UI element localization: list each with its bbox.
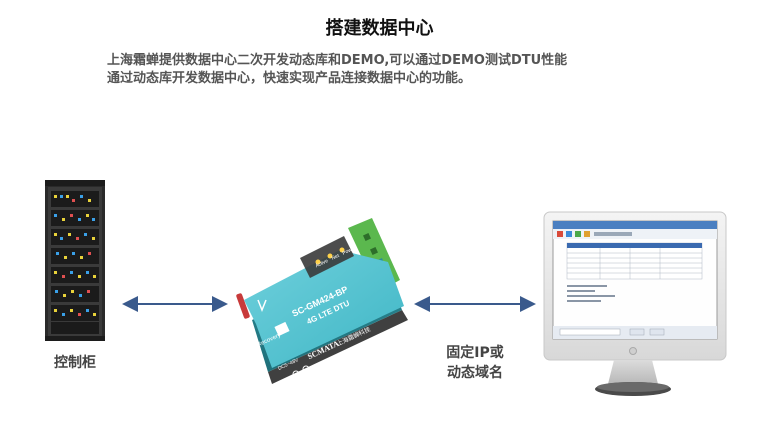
server-label-line-1: 固定IP或	[446, 345, 504, 361]
page-title: 搭建数据中心	[325, 18, 434, 39]
recovery-icon	[257, 299, 267, 313]
device-brand-cn: 上海霜蝉科技	[336, 325, 372, 347]
led-label-net: Net	[331, 253, 341, 262]
app-titlebar	[553, 221, 717, 229]
description-line-2: 通过动态库开发数据中心，快速实现产品连接数据中心的功能。	[107, 71, 472, 86]
toolbar-icons	[557, 231, 632, 237]
recovery-label: Recovery	[256, 332, 282, 348]
app-log	[567, 285, 615, 302]
cabinet-base	[45, 336, 105, 341]
led-label-power: Power	[342, 245, 358, 257]
cabinet-modules	[51, 191, 99, 334]
server-label: 固定IP或 动态域名	[420, 343, 530, 383]
server-label-line-2: 动态域名	[447, 365, 503, 381]
description: 上海霜蝉提供数据中心二次开发动态库和DEMO,可以通过DEMO测试DTU性能 通…	[107, 52, 687, 88]
antenna-icon	[236, 293, 250, 319]
led-power	[339, 247, 345, 253]
cabinet-top	[45, 180, 105, 186]
app-table	[566, 242, 703, 280]
led-panel	[300, 236, 354, 278]
led-label-active: Active	[314, 258, 329, 269]
cabinet-label: 控制柜	[54, 355, 96, 371]
led-active	[315, 259, 321, 265]
dtu-device	[236, 218, 408, 384]
device-logo-icon	[274, 321, 290, 337]
led-net	[327, 253, 333, 259]
power-label: DC5~48V	[277, 357, 300, 372]
cabinet	[45, 180, 105, 341]
cabinet-leds	[54, 195, 96, 316]
monitor-screen	[552, 220, 718, 340]
device-top	[244, 250, 404, 368]
monitor-power-icon	[629, 347, 637, 355]
monitor	[543, 211, 727, 396]
app-toolbar	[553, 229, 717, 239]
monitor-neck	[608, 360, 658, 384]
description-line-1: 上海霜蝉提供数据中心二次开发动态库和DEMO,可以通过DEMO测试DTU性能	[107, 53, 568, 68]
power-port-icon	[292, 370, 300, 378]
device-base	[268, 310, 408, 384]
